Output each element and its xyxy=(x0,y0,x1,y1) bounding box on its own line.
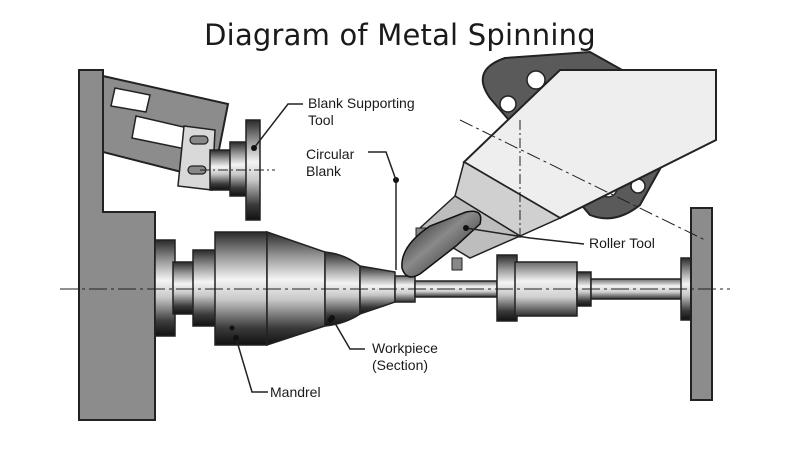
label-roller-tool: Roller Tool xyxy=(589,235,655,251)
roller-tool xyxy=(401,210,482,278)
leader-roller-tool xyxy=(465,227,585,245)
label-mandrel: Mandrel xyxy=(270,384,321,400)
leader-lines xyxy=(233,103,585,393)
circular-blank xyxy=(393,177,399,270)
label-blank-supporting-tool: Blank Supporting Tool xyxy=(308,95,415,128)
leader-workpiece xyxy=(331,317,365,350)
diagram-title: Diagram of Metal Spinning xyxy=(204,18,596,52)
headstock-frame xyxy=(78,69,156,421)
blank-supporting-tool xyxy=(102,74,275,221)
label-circular-blank: Circular Blank xyxy=(306,146,355,179)
mandrel-assembly xyxy=(154,230,416,347)
label-workpiece: Workpiece (Section) xyxy=(372,340,438,373)
leader-mandrel xyxy=(235,337,268,393)
leader-blank-supporting-tool xyxy=(253,103,303,149)
leader-circular-blank xyxy=(368,151,397,181)
